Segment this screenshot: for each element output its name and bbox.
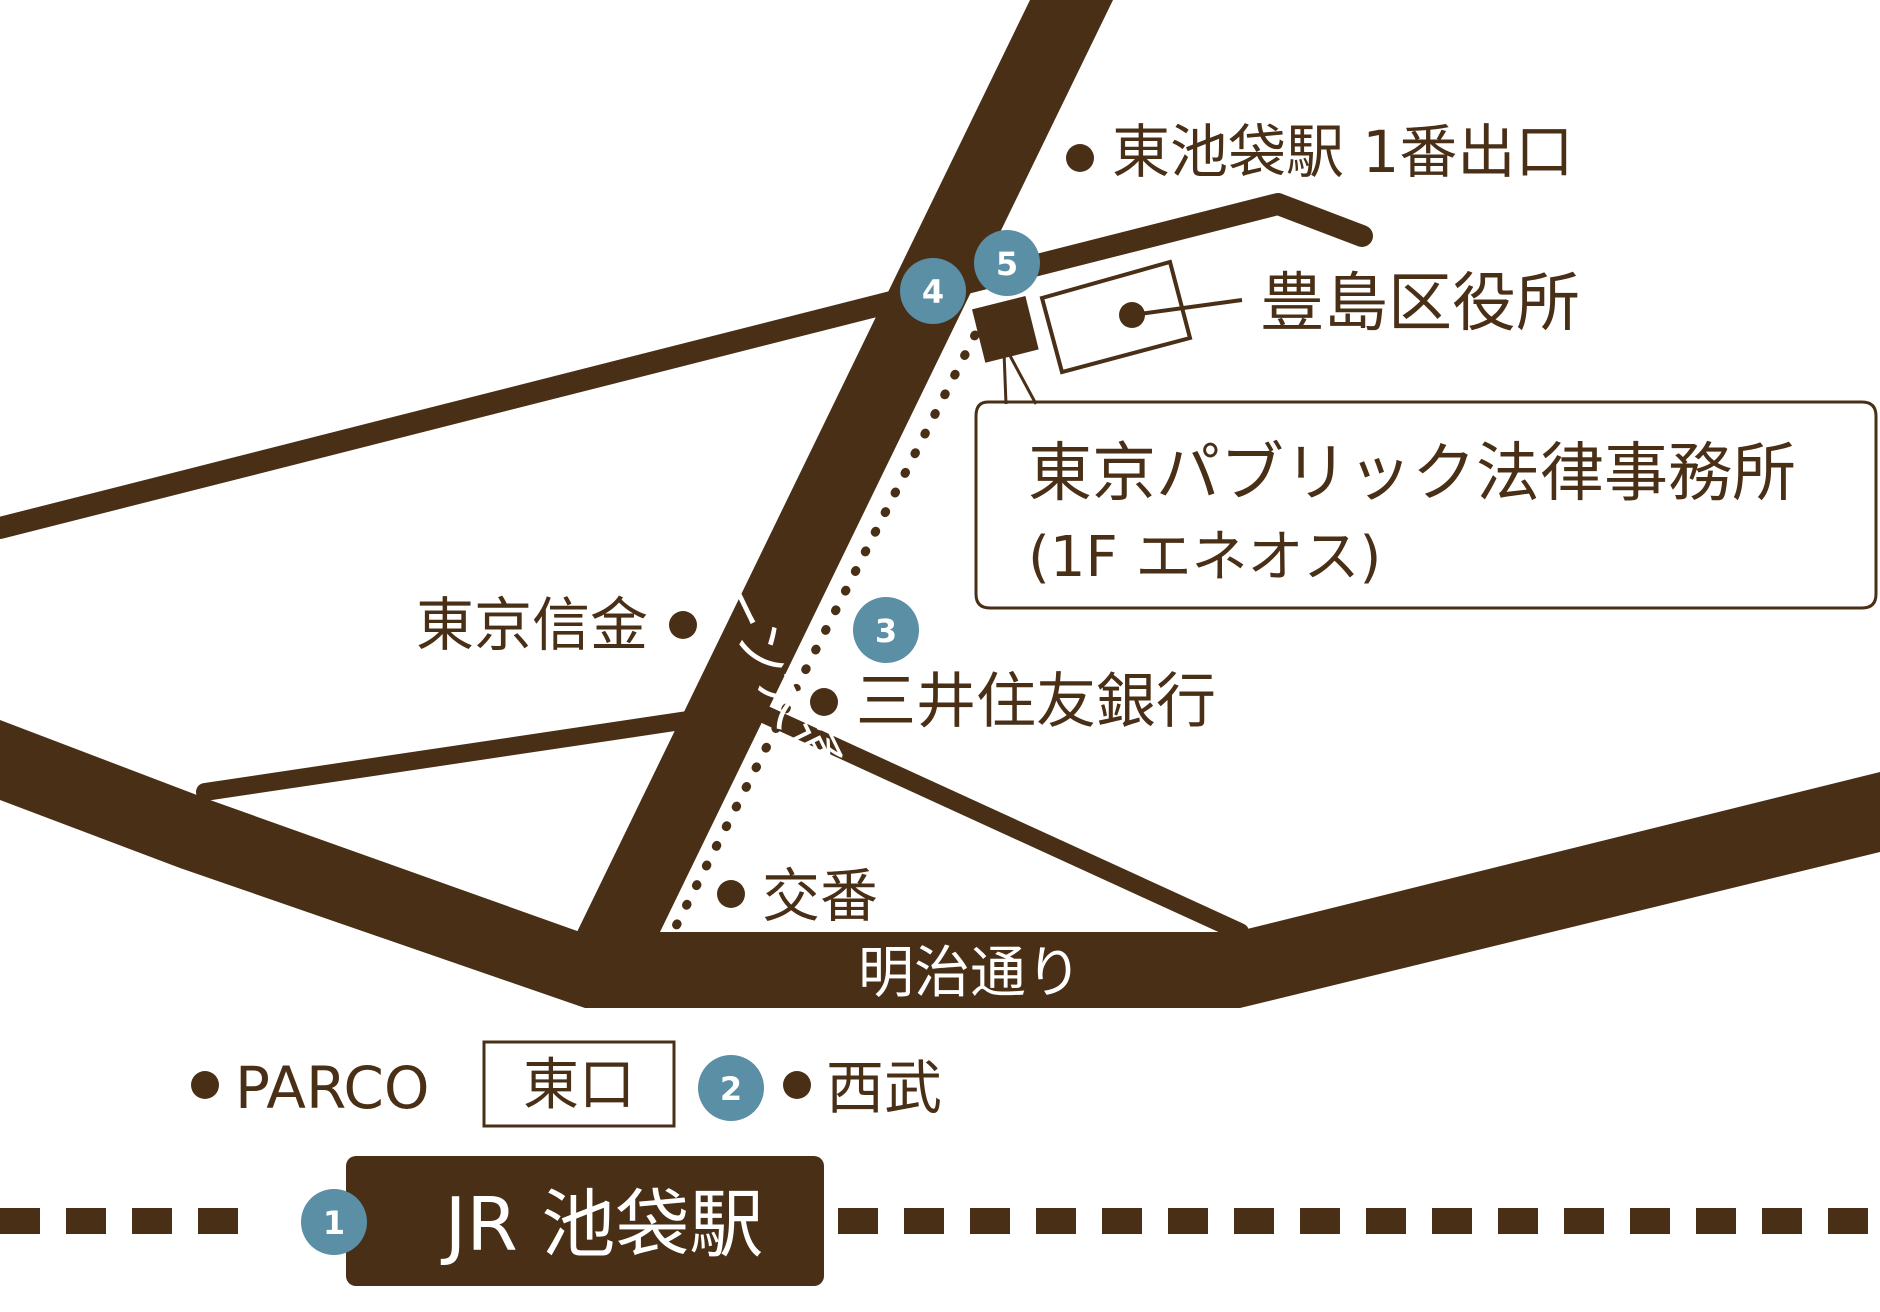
route-marker-3: 3 bbox=[853, 597, 919, 663]
seibu-dot bbox=[783, 1071, 811, 1099]
railway-dash bbox=[1102, 1208, 1142, 1234]
ward-office-dot bbox=[1119, 302, 1145, 328]
railway-dash bbox=[66, 1208, 106, 1234]
east-exit-box bbox=[482, 1040, 676, 1128]
east-exit-label: 東口 bbox=[523, 1053, 635, 1118]
svg-text:1: 1 bbox=[323, 1204, 345, 1242]
ward-office-outline bbox=[1039, 259, 1193, 375]
callout-pointer bbox=[1006, 351, 1038, 405]
route-marker-5: 5 bbox=[974, 230, 1040, 296]
railway-right-dashes bbox=[838, 1208, 1868, 1234]
seibu-label: 西武 bbox=[826, 1054, 942, 1122]
railway-dash bbox=[1234, 1208, 1274, 1234]
green-street-road bbox=[577, 0, 1113, 932]
east-exit: 東口 bbox=[482, 1040, 676, 1128]
svg-text:2: 2 bbox=[720, 1070, 742, 1108]
mitsui-sumitomo-dot bbox=[810, 688, 838, 716]
office-sub: (1F エネオス) bbox=[1028, 525, 1381, 590]
office-location-marker bbox=[972, 296, 1039, 363]
railway-dash bbox=[198, 1208, 238, 1234]
railway-dash bbox=[1564, 1208, 1604, 1234]
ward-office-label: 豊島区役所 bbox=[1260, 267, 1580, 341]
route-marker-4: 4 bbox=[900, 258, 966, 324]
tokyo-shinkin-dot bbox=[669, 611, 697, 639]
railway-dash bbox=[904, 1208, 944, 1234]
callout-box bbox=[974, 400, 1878, 610]
jr-station: JR 池袋駅 bbox=[346, 1156, 824, 1286]
railway-dash bbox=[1168, 1208, 1208, 1234]
higashi-ikebukuro-exit-dot bbox=[1066, 144, 1094, 172]
route-marker-1: 1 bbox=[301, 1189, 367, 1255]
koban-label: 交番 bbox=[762, 862, 878, 930]
svg-text:4: 4 bbox=[922, 273, 944, 311]
railway-dash bbox=[1696, 1208, 1736, 1234]
railway-dash bbox=[838, 1208, 878, 1234]
landmarks: 東池袋駅 1番出口 豊島区役所 東京信金 三井住友銀行 交番 PARCO 西武 bbox=[191, 118, 1580, 1122]
ward-office-building bbox=[1039, 259, 1243, 375]
railway-dash bbox=[0, 1208, 40, 1234]
railway-dash bbox=[1366, 1208, 1406, 1234]
koban-dot bbox=[717, 880, 745, 908]
railway-dash bbox=[1630, 1208, 1670, 1234]
callout-pointer-side bbox=[1002, 351, 1008, 405]
railway-dash bbox=[1762, 1208, 1802, 1234]
railway-dash bbox=[132, 1208, 172, 1234]
roads bbox=[0, 0, 1880, 1008]
route-markers: 1 2 3 4 5 bbox=[301, 230, 1040, 1255]
railway bbox=[0, 1208, 1868, 1234]
svg-text:5: 5 bbox=[996, 245, 1018, 283]
thin-streets bbox=[0, 193, 1373, 941]
mitsui-sumitomo-label: 三井住友銀行 bbox=[856, 667, 1216, 737]
route-marker-2: 2 bbox=[698, 1055, 764, 1121]
upper-cross-street bbox=[0, 193, 1373, 539]
railway-left-dashes bbox=[0, 1208, 238, 1234]
parco-dot bbox=[191, 1071, 219, 1099]
office-callout: 東京パブリック法律事務所 (1F エネオス) bbox=[974, 351, 1878, 610]
meiji-street-road bbox=[0, 720, 1880, 1008]
walking-route-dots bbox=[670, 330, 980, 933]
meiji-street-label: 明治通り bbox=[858, 941, 1082, 1006]
railway-dash bbox=[970, 1208, 1010, 1234]
railway-dash bbox=[1828, 1208, 1868, 1234]
ward-office-pointer bbox=[1131, 298, 1243, 317]
railway-dash bbox=[1036, 1208, 1076, 1234]
railway-dash bbox=[1498, 1208, 1538, 1234]
higashi-ikebukuro-exit-label: 東池袋駅 1番出口 bbox=[1112, 118, 1573, 186]
railway-dash bbox=[1300, 1208, 1340, 1234]
tokyo-shinkin-label: 東京信金 bbox=[416, 591, 648, 659]
jr-station-label: JR 池袋駅 bbox=[441, 1182, 764, 1268]
svg-text:3: 3 bbox=[875, 612, 897, 650]
office-name: 東京パブリック法律事務所 bbox=[1028, 437, 1796, 511]
middle-cross-street bbox=[196, 701, 1249, 941]
railway-dash bbox=[1432, 1208, 1472, 1234]
jr-station-box bbox=[346, 1156, 824, 1286]
parco-label: PARCO bbox=[235, 1054, 430, 1122]
